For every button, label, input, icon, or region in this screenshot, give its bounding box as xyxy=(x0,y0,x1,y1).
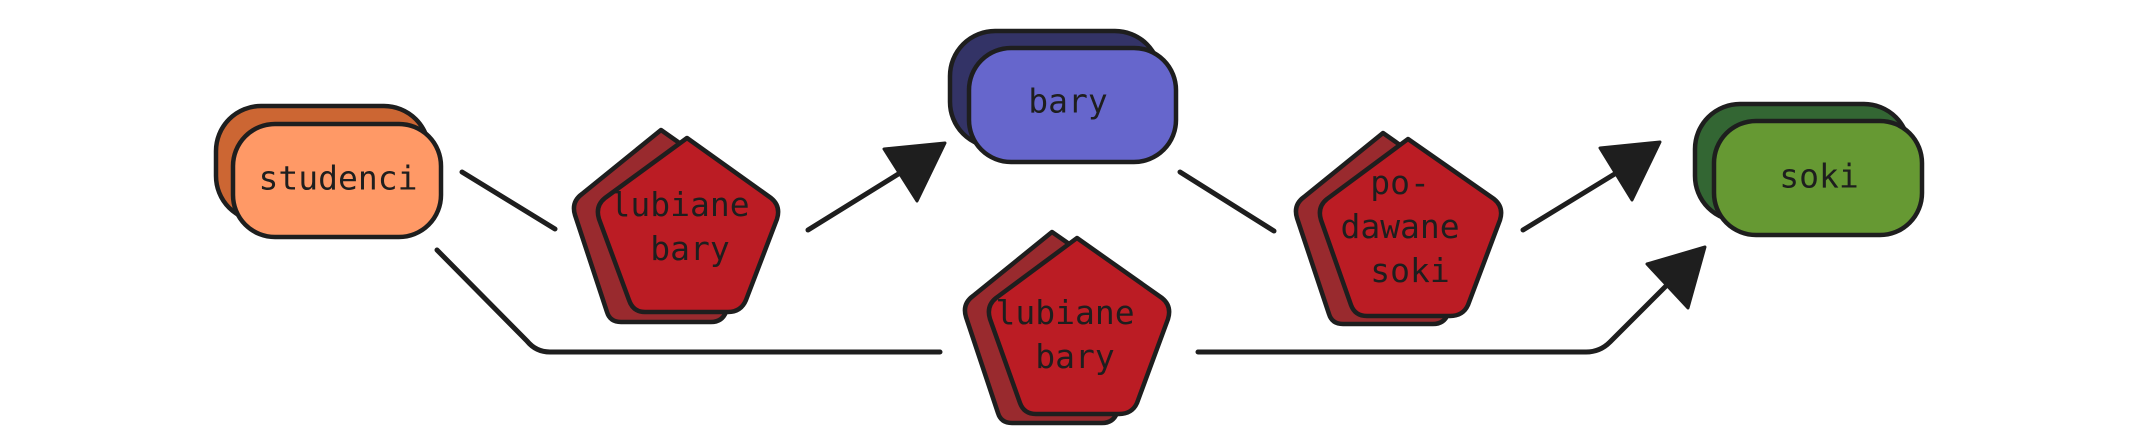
relationship-lubiane-bary-top-body xyxy=(595,135,781,315)
entity-studenci[interactable]: studenci xyxy=(213,103,444,240)
relationship-lubiane-bary-top[interactable]: lubiane bary xyxy=(571,127,781,325)
relationship-podawane-soki-label: po- dawane soki xyxy=(1340,163,1479,290)
relationship-lubiane-bary-bottom-line-1: lubiane xyxy=(996,293,1135,332)
entity-soki-body xyxy=(1711,118,1925,238)
entity-bary-body xyxy=(966,45,1179,165)
edge-rel-bottom-to-soki xyxy=(1195,273,1679,355)
edges xyxy=(434,140,1707,355)
entity-soki[interactable]: soki xyxy=(1692,101,1925,238)
edge-rel-top-left-to-bary xyxy=(805,165,911,233)
edge-studenci-to-rel-top-left xyxy=(459,169,558,232)
entity-bary-label: bary xyxy=(1028,82,1107,121)
relationship-lubiane-bary-top-label: lubiane bary xyxy=(611,185,770,268)
entity-studenci-label: studenci xyxy=(259,159,418,198)
relationship-podawane-soki[interactable]: po- dawane soki xyxy=(1293,130,1504,327)
relationship-lubiane-bary-bottom-line-2: bary xyxy=(1035,337,1114,376)
relationship-podawane-soki-body xyxy=(1317,136,1504,319)
edge-bary-to-rel-top-right xyxy=(1177,169,1277,234)
relationship-podawane-soki-line-3: soki xyxy=(1370,251,1449,290)
relationship-lubiane-bary-bottom-label: lubiane bary xyxy=(996,293,1155,376)
entity-soki-label: soki xyxy=(1779,157,1858,196)
relationship-lubiane-bary-top-line-2: bary xyxy=(650,229,729,268)
arrowhead-to-bary xyxy=(882,141,947,203)
arrowhead-to-soki-upper xyxy=(1598,140,1662,202)
relationship-podawane-soki-line-2: dawane xyxy=(1340,207,1459,246)
relationship-lubiane-bary-top-line-1: lubiane xyxy=(611,185,750,224)
entity-bary[interactable]: bary xyxy=(947,28,1179,165)
relationship-lubiane-bary-bottom-body xyxy=(986,235,1172,417)
edge-rel-top-right-to-soki xyxy=(1520,161,1634,233)
relationship-lubiane-bary-bottom[interactable]: lubiane bary xyxy=(962,229,1172,426)
edge-studenci-to-rel-bottom xyxy=(434,247,943,355)
entity-studenci-body xyxy=(230,121,444,240)
arrowhead-to-soki-lower xyxy=(1645,245,1707,310)
relationship-podawane-soki-line-1: po- xyxy=(1370,163,1430,202)
